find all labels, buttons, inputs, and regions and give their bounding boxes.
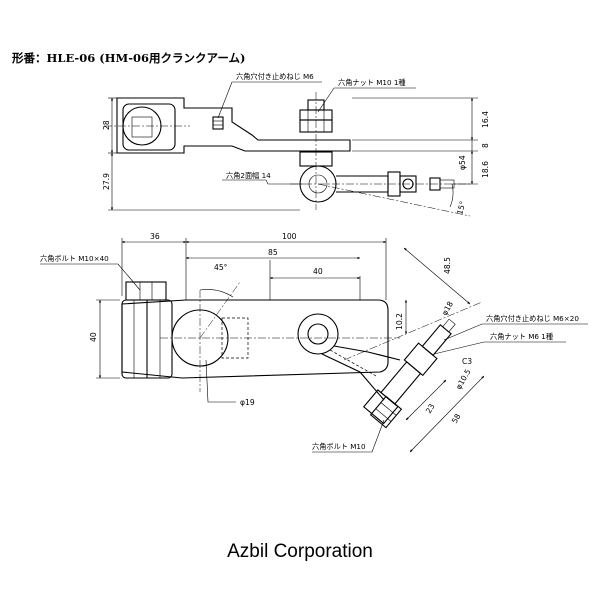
- dim-40-vertical: 40: [89, 332, 98, 342]
- bolt-edge: [380, 402, 397, 416]
- side-view: 28 27.9 16.4 8 18.6 φ54 15° 六角穴付き止めねじ M6…: [102, 72, 490, 217]
- clamp-bolt-head: [125, 281, 167, 301]
- dim-58: 58: [450, 412, 463, 425]
- bolt-m10-head: [369, 395, 403, 429]
- leader-hex-nut: [317, 87, 416, 113]
- rod-end-hole-top: [307, 323, 329, 345]
- label-hex-nut-m10: 六角ナット M10 1種: [338, 78, 406, 87]
- bolt-edge: [375, 408, 392, 422]
- dim-18-6: 18.6: [481, 161, 490, 178]
- set-screw-m6-side: [212, 116, 224, 130]
- dim-angle-15: 15°: [455, 200, 467, 216]
- dim-8: 8: [481, 143, 490, 148]
- angle-45-line: [199, 281, 241, 339]
- dim-16-4: 16.4: [481, 111, 490, 128]
- leader-bolt-m10: [312, 419, 385, 453]
- dim-dia54: φ54: [458, 155, 467, 170]
- angle-line: [317, 183, 471, 217]
- dim-23: 23: [424, 402, 437, 415]
- rod-end-top: [297, 313, 339, 355]
- hidden-rod: [329, 349, 377, 377]
- label-nut-m6: 六角ナット M6 1種: [490, 332, 553, 341]
- dim-85: 85: [268, 248, 278, 257]
- top-view: 36 100 85 40 45° 40 10.2 48.5 φ18 C3 φ10…: [40, 232, 588, 453]
- dim-line-23: [405, 379, 447, 421]
- dim-48-5: 48.5: [443, 257, 452, 274]
- dim-100: 100: [282, 232, 297, 241]
- dim-line-48-5: [403, 247, 471, 305]
- leader-set-screw-m6x20: [443, 323, 588, 341]
- linkage-bolt-head: [362, 389, 399, 425]
- dim-28: 28: [102, 120, 111, 130]
- label-set-screw-m6x20: 六角穴付き止めねじ M6×20: [486, 314, 579, 323]
- linkage-centerline: [343, 301, 483, 361]
- dim-40-horizontal: 40: [313, 267, 323, 276]
- leader-bolt-m10x40: [40, 263, 141, 291]
- dim-36: 36: [150, 232, 160, 241]
- dim-angle-45: 45°: [214, 263, 228, 272]
- arm-top-outline: [121, 299, 389, 379]
- leader-set-screw: [217, 81, 322, 119]
- leader-nut-m6: [433, 341, 566, 355]
- linkage-nut: [403, 342, 438, 377]
- label-bolt-m10x40: 六角ボルト M10×40: [40, 254, 109, 263]
- link-rod-edge: [333, 345, 401, 361]
- angle-arc: [449, 183, 454, 208]
- leader-dia19: [205, 359, 236, 403]
- link-rod-edge: [321, 353, 385, 401]
- dim-dia10-5: φ10.5: [454, 367, 473, 391]
- dim-c3: C3: [462, 357, 472, 366]
- drawing-title: 形番：HLE-06 (HM-06用クランクアーム): [12, 51, 245, 65]
- dim-dia19: φ19: [240, 398, 255, 407]
- linkage-tip: [442, 318, 456, 333]
- dim-line-58: [409, 375, 485, 453]
- label-bolt-m10: 六角ボルト M10: [312, 442, 366, 451]
- arm-side-outline: [116, 97, 351, 154]
- angle-45-arc: [199, 289, 234, 298]
- shaft-square: [131, 116, 153, 138]
- label-set-screw-m6: 六角穴付き止めねじ M6: [236, 72, 314, 81]
- lower-bolt: [369, 395, 403, 429]
- dim-27-9: 27.9: [102, 173, 111, 190]
- leader-hex-width: [222, 179, 304, 185]
- diagonal-linkage: [362, 318, 456, 425]
- dim-10-2: 10.2: [395, 313, 404, 330]
- company-name: Azbil Corporation: [227, 541, 373, 562]
- label-hex-width-14: 六角2面幅 14: [226, 171, 271, 180]
